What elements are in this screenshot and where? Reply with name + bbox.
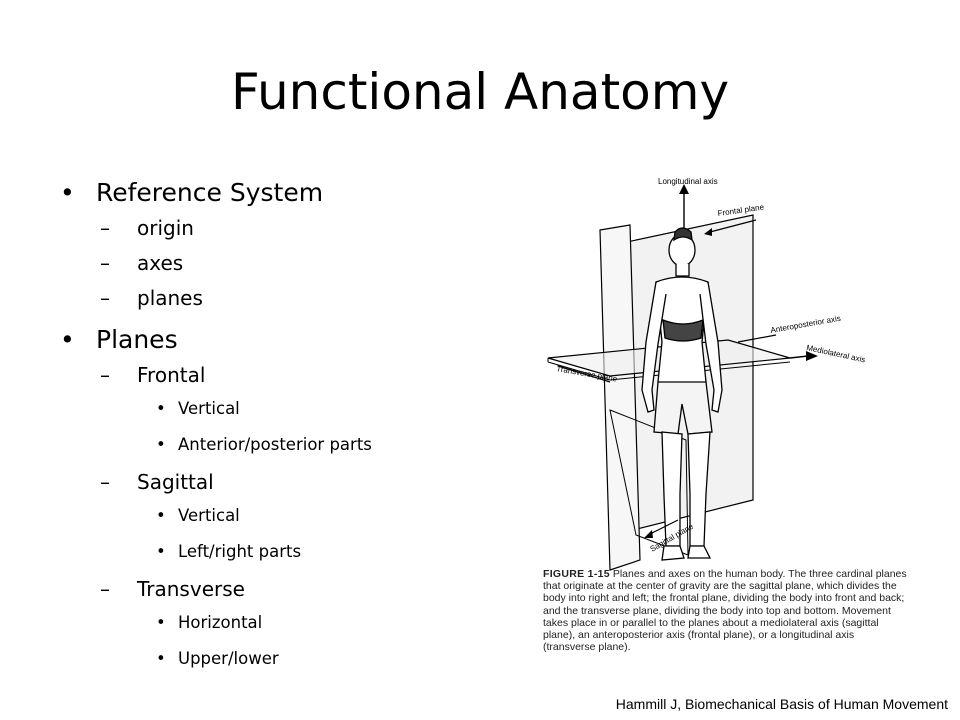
shorts — [653, 381, 713, 435]
sub-bullet-origin: – origin — [60, 216, 530, 241]
sub-bullet-axes: – axes — [60, 251, 530, 276]
figure-caption: FIGURE 1-15 Planes and axes on the human… — [543, 568, 908, 653]
sagittal-plane — [599, 224, 641, 571]
caption-label: FIGURE 1-15 — [543, 568, 610, 580]
sub-sub-bullet: • Horizontal — [60, 612, 530, 634]
sub-bullet-text: axes — [137, 251, 184, 275]
bullet-dot: • — [156, 649, 166, 668]
bullet-reference-system: • Reference System — [60, 178, 530, 208]
bullet-text: Reference System — [96, 178, 324, 207]
bullet-dot: • — [156, 399, 166, 418]
sub-bullet-sagittal: – Sagittal — [60, 470, 530, 495]
label-mediolateral-axis: Mediolateral axis — [806, 343, 867, 364]
bullet-list: • Reference System – origin – axes – pla… — [60, 178, 530, 684]
sub-sub-bullet-text: Left/right parts — [178, 542, 302, 561]
label-anteroposterior-axis: Anteroposterior axis — [770, 314, 842, 335]
transverse-plane-arrow — [557, 365, 611, 383]
source-credit: Hammill J, Biomechanical Basis of Human … — [615, 696, 948, 712]
sub-sub-bullet-text: Horizontal — [178, 613, 263, 632]
sub-sub-bullet-text: Vertical — [178, 506, 240, 525]
dash-marker: – — [100, 470, 110, 494]
sub-sub-bullet-text: Upper/lower — [178, 649, 279, 668]
sub-bullet-transverse: – Transverse — [60, 577, 530, 602]
human-figure — [641, 227, 723, 561]
label-longitudinal-axis: Longitudinal axis — [658, 177, 718, 186]
sub-bullet-text: planes — [137, 286, 203, 310]
sub-sub-bullet: • Vertical — [60, 398, 530, 420]
bullet-planes: • Planes — [60, 325, 530, 355]
sub-bullet-text: origin — [137, 216, 194, 240]
bullet-dot: • — [60, 178, 75, 207]
sub-sub-bullet: • Anterior/posterior parts — [60, 434, 530, 456]
sagittal-plane-arrow — [647, 519, 679, 536]
sub-sub-bullet-text: Vertical — [178, 399, 240, 418]
bullet-dot: • — [156, 613, 166, 632]
bullet-dot: • — [156, 506, 166, 525]
sub-bullet-frontal: – Frontal — [60, 363, 530, 388]
right-foot — [687, 545, 712, 559]
frontal-plane-arrow — [709, 219, 757, 233]
bullet-text: Planes — [96, 325, 178, 354]
caption-text: Planes and axes on the human body. The t… — [543, 568, 907, 654]
slide-title: Functional Anatomy — [230, 63, 730, 121]
dash-marker: – — [100, 251, 110, 275]
sub-bullet-text: Frontal — [137, 363, 206, 387]
sub-sub-bullet: • Left/right parts — [60, 541, 530, 563]
left-foot — [661, 545, 685, 561]
sub-bullet-text: Transverse — [137, 577, 245, 601]
mediolateral-axis-arrow — [789, 355, 809, 359]
left-arm — [641, 281, 667, 413]
dash-marker: – — [100, 216, 110, 240]
anteroposterior-axis-arrow — [737, 334, 777, 343]
dash-marker: – — [100, 577, 110, 601]
label-frontal-plane: Frontal plane — [717, 202, 765, 217]
sub-sub-bullet: • Vertical — [60, 505, 530, 527]
sub-sub-bullet-text: Anterior/posterior parts — [178, 435, 372, 454]
anatomy-planes-figure: Longitudinal axis Frontal plane Anteropo… — [547, 177, 867, 571]
sub-bullet-text: Sagittal — [137, 470, 214, 494]
neck — [675, 264, 690, 277]
bullet-dot: • — [156, 542, 166, 561]
right-arm — [699, 281, 723, 413]
sub-sub-bullet: • Upper/lower — [60, 648, 530, 670]
bullet-dot: • — [156, 435, 166, 454]
sub-bullet-planes: – planes — [60, 286, 530, 311]
sports-top — [662, 318, 704, 342]
bullet-dot: • — [60, 325, 75, 354]
dash-marker: – — [100, 363, 110, 387]
dash-marker: – — [100, 286, 110, 310]
